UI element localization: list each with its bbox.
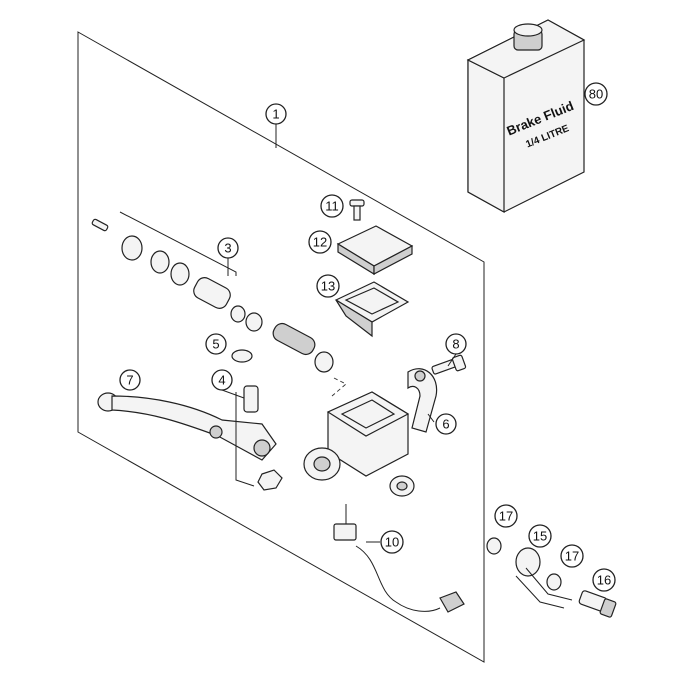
callout-16-label: 16 (597, 573, 611, 588)
part-8-bolt (431, 354, 467, 375)
part-7-brake-lever (97, 392, 277, 461)
callout-1-label: 1 (272, 107, 279, 122)
part-17-washer-a (486, 537, 502, 555)
part-13-diaphragm (334, 281, 410, 338)
callout-8: 8 (445, 333, 467, 355)
part-4-adjuster (235, 385, 283, 491)
part-10-switch (333, 504, 465, 613)
callout-1: 1 (265, 103, 287, 125)
callout-12-label: 12 (313, 235, 327, 250)
master-cylinder-body (303, 377, 415, 497)
callout-17b: 17 (560, 544, 584, 568)
part-16-banjo-bolt (578, 590, 617, 618)
callout-3: 3 (217, 237, 239, 259)
part-3-piston-kit (91, 211, 334, 373)
callout-12: 12 (308, 230, 332, 254)
part-17-washer-b (546, 573, 562, 591)
callout-11: 11 (320, 194, 344, 218)
leader-6 (427, 413, 435, 423)
callout-4: 4 (211, 369, 233, 391)
callout-11-label: 11 (325, 199, 339, 214)
brake-fluid-bottle: Brake Fluid 1/4 LITRE (466, 19, 586, 214)
leader-4 (221, 389, 245, 399)
callout-7: 7 (119, 369, 141, 391)
callout-3-label: 3 (224, 241, 231, 256)
callout-15: 15 (528, 524, 552, 548)
callout-16: 16 (592, 568, 616, 592)
callout-80-label: 80 (589, 87, 603, 102)
leader-8 (447, 353, 457, 367)
callout-17b-label: 17 (565, 549, 579, 564)
callout-10-label: 10 (385, 535, 399, 550)
part-12-cover (336, 225, 414, 276)
callout-6: 6 (435, 413, 457, 435)
callout-5: 5 (205, 333, 227, 355)
assembly-panel (77, 31, 485, 663)
callout-5-label: 5 (212, 337, 219, 352)
callout-6-label: 6 (442, 417, 449, 432)
part-5-washer (231, 349, 253, 363)
callout-17a-label: 17 (499, 509, 513, 524)
callout-17a: 17 (494, 504, 518, 528)
callout-80: 80 (584, 82, 608, 106)
callout-13: 13 (316, 274, 340, 298)
part-11-screw (349, 199, 365, 221)
callout-4-label: 4 (218, 373, 225, 388)
part-6-clamp (407, 368, 438, 433)
callout-7-label: 7 (126, 373, 133, 388)
part-15-banjo (515, 547, 573, 609)
callout-10: 10 (380, 530, 404, 554)
callout-15-label: 15 (533, 529, 547, 544)
callout-8-label: 8 (452, 337, 459, 352)
callout-13-label: 13 (321, 279, 335, 294)
